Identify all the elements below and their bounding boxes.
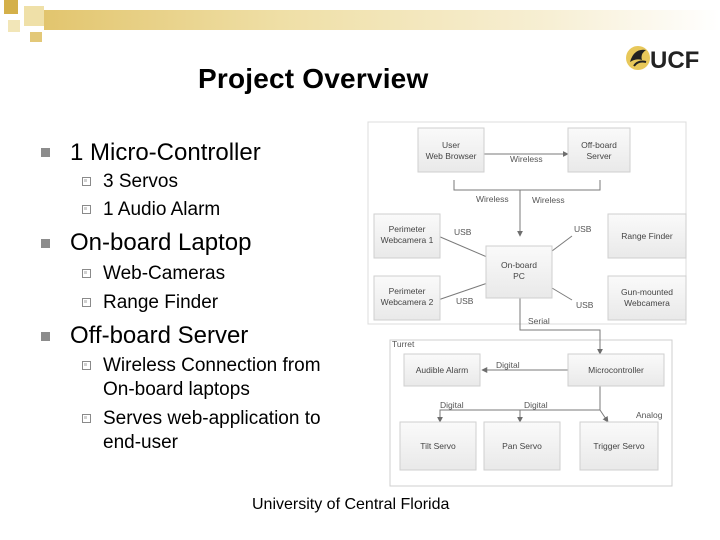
node-pan-servo — [483, 421, 561, 471]
node-tilt-servo — [399, 421, 477, 471]
node-perimeter-cam2 — [373, 275, 441, 321]
node-audible-alarm — [403, 353, 481, 387]
edge-label: Wireless — [476, 194, 509, 204]
edge-label: Turret — [392, 339, 415, 349]
checkbox-bullet — [82, 361, 91, 370]
node-label: Server — [586, 151, 611, 161]
edge-label: Wireless — [532, 195, 565, 205]
system-diagram: User Web Browser Off-board Server Perime… — [367, 121, 687, 487]
sub-bullet-serves-line1: Serves web-application to — [103, 408, 321, 429]
link-serial — [519, 284, 603, 355]
node-offboard-server — [567, 127, 631, 173]
node-user-browser — [417, 127, 485, 173]
decor-square — [4, 0, 18, 14]
node-label: Tilt Servo — [420, 441, 456, 451]
sub-bullet-audio-alarm: 1 Audio Alarm — [103, 199, 221, 220]
sub-bullet-serves-line2: end-user — [103, 432, 178, 453]
node-label: Trigger Servo — [593, 441, 644, 451]
node-gun-camera — [607, 275, 687, 321]
sub-bullet-wireless-line1: Wireless Connection from — [103, 355, 321, 376]
decor-square — [30, 32, 42, 42]
ucf-logo: UCF — [626, 46, 699, 74]
edge-label: USB — [576, 300, 594, 310]
edge-label: Analog — [636, 410, 663, 420]
node-label: Gun-mounted — [621, 287, 673, 297]
node-label: Off-board — [581, 140, 617, 150]
node-onboard-pc — [485, 245, 553, 299]
edge-label: Digital — [440, 400, 464, 410]
edge-label: Digital — [524, 400, 548, 410]
node-trigger-servo — [579, 421, 659, 471]
edge-label: Digital — [496, 360, 520, 370]
slide-title: Project Overview — [198, 63, 429, 94]
footer-university: University of Central Florida — [252, 496, 450, 513]
edge-label: Wireless — [510, 154, 543, 164]
edge-label: USB — [456, 296, 474, 306]
header-gradient-bar — [44, 10, 720, 30]
bullet-square — [41, 148, 50, 157]
node-label: Perimeter — [389, 224, 426, 234]
node-label: Webcamera 1 — [381, 235, 434, 245]
node-label: Microcontroller — [588, 365, 644, 375]
node-label: Range Finder — [621, 231, 673, 241]
link-wireless-left — [453, 180, 523, 237]
node-label: PC — [513, 271, 525, 281]
node-label: On-board — [501, 260, 537, 270]
node-label: Perimeter — [389, 286, 426, 296]
node-label: Audible Alarm — [416, 365, 468, 375]
checkbox-bullet — [82, 177, 91, 186]
bullet-onboard-laptop: On-board Laptop — [70, 229, 252, 256]
node-label: Webcamera 2 — [381, 297, 434, 307]
node-label: User — [442, 140, 460, 150]
bullet-square — [41, 239, 50, 248]
edge-label: USB — [574, 224, 592, 234]
turret-frame — [389, 339, 673, 487]
node-label: Web Browser — [426, 151, 477, 161]
logo-wordmark: UCF — [650, 47, 699, 74]
decor-square — [8, 20, 20, 32]
bullet-micro-controller: 1 Micro-Controller — [70, 139, 261, 166]
sub-bullet-range-finder: Range Finder — [103, 292, 219, 313]
bullet-square — [41, 332, 50, 341]
node-microcontroller — [567, 353, 665, 387]
sub-bullet-wireless-line2: On-board laptops — [103, 379, 250, 400]
pegasus-icon — [626, 46, 650, 70]
sub-bullet-web-cameras: Web-Cameras — [103, 263, 226, 284]
checkbox-bullet — [82, 205, 91, 214]
decor-square — [24, 6, 44, 26]
node-perimeter-cam1 — [373, 213, 441, 259]
link-analog — [599, 409, 609, 423]
edge-label: Serial — [528, 316, 550, 326]
node-label: Pan Servo — [502, 441, 542, 451]
edge-label: USB — [454, 227, 472, 237]
node-range-finder — [607, 213, 687, 259]
link-wireless-right — [520, 180, 601, 191]
checkbox-bullet — [82, 414, 91, 423]
checkbox-bullet — [82, 269, 91, 278]
checkbox-bullet — [82, 298, 91, 307]
sub-bullet-servos: 3 Servos — [103, 171, 178, 192]
node-label: Webcamera — [624, 298, 670, 308]
bullet-offboard-server: Off-board Server — [70, 322, 249, 349]
